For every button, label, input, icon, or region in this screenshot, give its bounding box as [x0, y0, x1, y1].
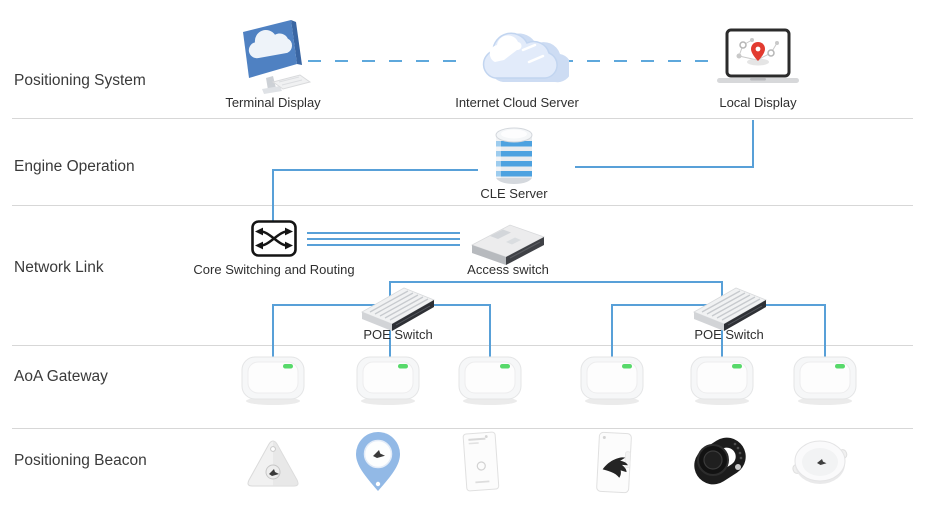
connector-gateway-1 [272, 304, 274, 360]
layer-label-positioning-system: Positioning System [14, 72, 146, 89]
connector-gateway-4 [611, 304, 613, 360]
gateway-ap-icon [689, 355, 755, 407]
layer-label-network-link: Network Link [14, 259, 104, 276]
divider [12, 428, 913, 429]
triangle-beacon-icon [243, 437, 303, 493]
layer-label-positioning-beacon: Positioning Beacon [14, 452, 147, 469]
connector-cle-to-core [272, 169, 478, 171]
pin-beacon-icon [352, 430, 404, 494]
monitor-cloud-icon [235, 18, 311, 96]
gateway-ap-icon [355, 355, 421, 407]
poe-switch-icon [358, 284, 438, 332]
connector-trunk-line-1 [307, 232, 460, 234]
poe-switch-icon [690, 284, 770, 332]
wristband-beacon-icon [688, 431, 752, 491]
switch-symbol-icon [249, 218, 299, 260]
local-display-label: Local Display [719, 95, 797, 110]
connector-core-down [272, 169, 274, 222]
gateway-ap-icon [579, 355, 645, 407]
laptop-map-icon [713, 28, 803, 90]
layer-label-engine-operation: Engine Operation [14, 158, 135, 175]
gateway-ap-icon [457, 355, 523, 407]
switch-box-icon [466, 219, 550, 269]
terminal-display-label: Terminal Display [225, 95, 321, 110]
gateway-ap-icon [240, 355, 306, 407]
cle-server-label: CLE Server [480, 186, 548, 201]
layer-label-aoa-gateway: AoA Gateway [14, 368, 108, 385]
divider [12, 118, 913, 119]
internet-cloud-server-label: Internet Cloud Server [455, 95, 579, 110]
poe-switch-right-label: POE Switch [694, 327, 764, 342]
tag-beacon-icon [591, 429, 637, 497]
connector-terminal-to-cloud [308, 60, 462, 62]
poe-switch-left-label: POE Switch [363, 327, 433, 342]
connector-access-to-poe-bus [389, 281, 723, 283]
connector-gateway-6 [824, 304, 826, 360]
gateway-ap-icon [792, 355, 858, 407]
puck-beacon-icon [788, 435, 852, 489]
card-beacon-icon [459, 429, 503, 495]
connector-trunk-line-3 [307, 244, 460, 246]
connector-local-display-down [752, 120, 754, 168]
divider [12, 205, 913, 206]
divider [12, 345, 913, 346]
connector-local-to-cle [575, 166, 754, 168]
cloud-icon [465, 20, 569, 92]
access-switch-label: Access switch [467, 262, 549, 277]
core-switching-label: Core Switching and Routing [193, 262, 355, 277]
connector-gateway-3 [489, 304, 491, 360]
database-stack-icon [491, 126, 537, 186]
connector-cloud-to-local [560, 60, 710, 62]
connector-trunk-line-2 [307, 238, 460, 240]
